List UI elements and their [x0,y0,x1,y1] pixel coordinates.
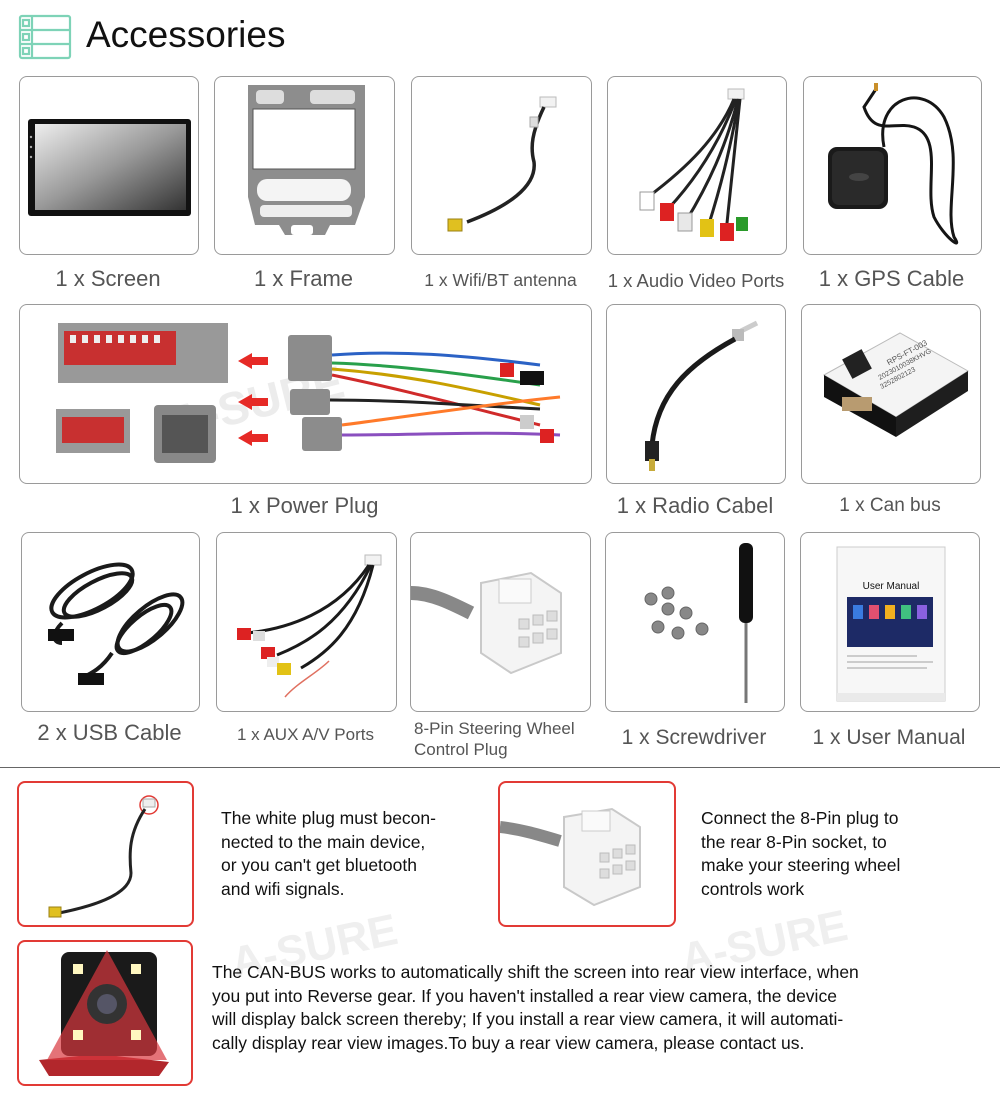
note-image-steering-plug [498,781,676,927]
note-line: or you can't get bluetooth [221,855,417,875]
item-card-av [607,76,787,255]
note-line: you put into Reverse gear. If you haven'… [212,985,837,1006]
manual-label: User Manual [863,581,920,592]
canbus-icon: RPS-FT-003 2023010038KHVG 3252802123 [822,332,969,437]
page-title: Accessories [86,14,286,55]
item-caption: 1 x AUX A/V Ports [236,725,374,744]
item-caption-line: 8-Pin Steering Wheel [414,719,575,738]
note-line: will display balck screen thereby; If yo… [212,1009,844,1029]
item-caption: 1 x Frame [253,266,354,291]
item-card-screwdriver [605,532,785,712]
power-harness-icon: A-SURE [56,323,561,463]
item-caption: 1 x Screen [55,266,161,291]
note-line: and wifi signals. [221,878,345,899]
item-caption: 2 x USB Cable [37,720,182,745]
frame-icon [248,85,365,235]
item-caption: 1 x User Manual [812,726,966,749]
arrow-left-icon [238,430,268,446]
note-line: cally display rear view images.To buy a … [212,1032,805,1053]
note-line: The CAN-BUS works to automatically shift… [212,962,859,982]
item-caption: 1 x GPS Cable [818,266,965,291]
note-image-antenna [17,781,194,927]
list-icon [18,14,72,60]
note-canbus: The CAN-BUS works to automatically shift… [212,961,982,1055]
note-line: the rear 8-Pin socket, to [701,831,887,852]
item-card-screen [19,76,199,255]
note-image-rear-camera [17,940,193,1086]
item-card-manual: User Manual [800,532,980,712]
item-caption: 1 x Radio Cabel [616,493,774,518]
aux-cable-icon [237,554,382,698]
usb-cable-icon [48,562,185,685]
arrow-left-icon [238,353,268,369]
antenna-icon [447,96,557,232]
note-steering: Connect the 8-Pin plug to the rear 8-Pin… [701,807,981,901]
item-caption: 1 x Screwdriver [621,726,767,749]
radio-cable-icon [645,320,759,471]
steering-plug-icon [411,571,562,675]
item-caption: 8-Pin Steering Wheel Control Plug [414,718,596,760]
note-wifi: The white plug must becon- nected to the… [221,807,491,901]
screwdriver-icon [644,543,753,703]
note-line: controls work [701,878,805,899]
item-caption: 1 x Power Plug [230,493,379,518]
item-card-power: A-SURE [19,304,592,484]
item-caption: 1 x Audio Video Ports [607,270,785,291]
item-card-gps [803,76,982,255]
item-caption-line: Control Plug [414,740,508,759]
screen-icon [28,119,191,216]
item-card-usb [21,532,200,712]
note-line: The white plug must becon- [221,808,436,828]
antenna-icon [48,795,159,918]
gps-icon [828,83,959,245]
note-line: Connect the 8-Pin plug to [701,808,899,828]
note-line: make your steering wheel [701,855,901,875]
item-card-aux [216,532,397,712]
item-caption: 1 x Wifi/BT antenna [424,270,577,290]
arrow-left-icon [238,394,268,410]
item-card-frame [214,76,395,255]
item-card-steering-plug [410,532,591,712]
item-caption: 1 x Can bus [839,495,941,516]
note-line: nected to the main device, [221,831,426,852]
camera-icon [39,950,169,1076]
item-card-radio [606,304,786,484]
item-card-canbus: RPS-FT-003 2023010038KHVG 3252802123 [801,304,981,484]
steering-plug-icon [500,807,641,907]
manual-icon: User Manual [836,546,946,702]
item-card-antenna [411,76,592,255]
av-cable-icon [639,88,748,241]
divider [0,767,1000,768]
